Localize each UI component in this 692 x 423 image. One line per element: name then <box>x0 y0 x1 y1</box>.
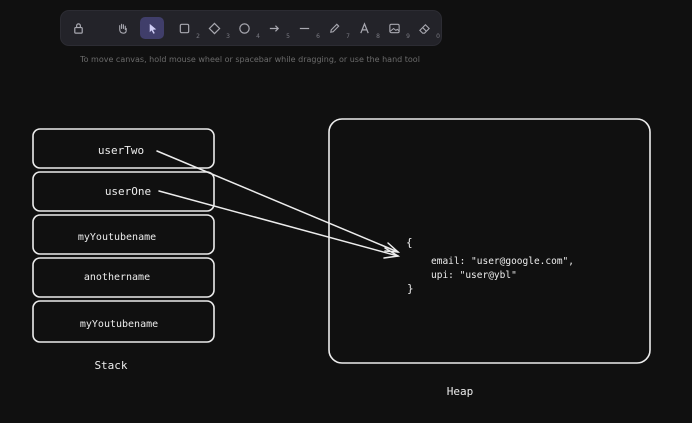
shortcut-label: 0 <box>436 33 440 40</box>
toolbar: 2 3 4 5 6 7 8 9 0 <box>61 11 441 45</box>
ellipse-icon[interactable]: 4 <box>232 17 260 40</box>
heap-box[interactable] <box>328 118 651 364</box>
pencil-icon[interactable]: 7 <box>322 17 350 40</box>
stack-cell-label: myYoutubename <box>78 232 156 243</box>
diamond-icon[interactable]: 3 <box>202 17 230 40</box>
stack-cell-label: anothername <box>84 272 150 283</box>
shortcut-label: 8 <box>376 33 380 40</box>
heap-object-line: email: "user@google.com", <box>431 256 574 267</box>
hand-icon[interactable] <box>110 17 134 39</box>
stack-label: Stack <box>94 359 127 372</box>
stack-cell-label: userTwo <box>98 144 144 157</box>
arrowhead-icon <box>383 247 401 259</box>
stack-cell-label: myYoutubename <box>80 319 158 330</box>
selection-arrow-icon[interactable] <box>140 17 164 39</box>
stack-cell-box[interactable] <box>32 300 215 343</box>
text-icon[interactable]: 8 <box>352 17 380 40</box>
stack-cell-box[interactable] <box>32 214 215 255</box>
heap-close-brace: } <box>407 282 414 295</box>
stack-cell-box[interactable] <box>32 171 215 212</box>
stack-cell-label: userOne <box>105 185 151 198</box>
shortcut-label: 6 <box>316 33 320 40</box>
stack-cell-box[interactable] <box>32 128 215 169</box>
image-icon[interactable]: 9 <box>382 17 410 40</box>
eraser-icon[interactable]: 0 <box>412 17 440 40</box>
arrow-icon[interactable]: 5 <box>262 17 290 40</box>
shortcut-label: 5 <box>286 33 290 40</box>
stack-cell-box[interactable] <box>32 257 215 298</box>
reference-arrow[interactable] <box>156 150 399 253</box>
line-icon[interactable]: 6 <box>292 17 320 40</box>
shortcut-label: 3 <box>226 33 230 40</box>
heap-open-brace: { <box>406 236 413 249</box>
heap-object-line: upi: "user@ybl" <box>431 270 517 281</box>
heap-label: Heap <box>447 385 474 398</box>
reference-arrow[interactable] <box>158 190 399 257</box>
shortcut-label: 4 <box>256 33 260 40</box>
shortcut-label: 7 <box>346 33 350 40</box>
shortcut-label: 9 <box>406 33 410 40</box>
lock-icon[interactable] <box>66 17 90 39</box>
shortcut-label: 2 <box>196 33 200 40</box>
rectangle-icon[interactable]: 2 <box>172 17 200 40</box>
canvas-hint: To move canvas, hold mouse wheel or spac… <box>80 55 420 64</box>
